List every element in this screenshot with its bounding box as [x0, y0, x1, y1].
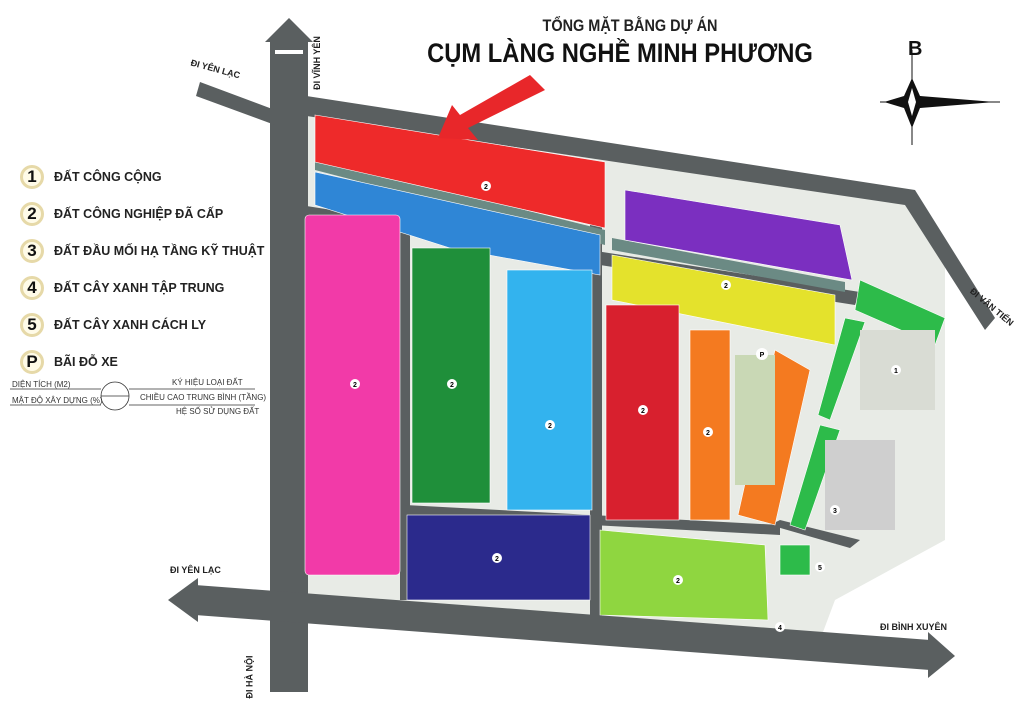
- legend-label: ĐẤT CÂY XANH CÁCH LY: [54, 317, 207, 332]
- internal-road-2: [400, 220, 410, 600]
- legend-label: ĐẤT CÂY XANH TẬP TRUNG: [54, 280, 225, 295]
- legend-item-industrial: 2 ĐẤT CÔNG NGHIỆP ĐÃ CẤP: [20, 195, 264, 232]
- svg-text:2: 2: [724, 283, 728, 290]
- lot-key-symbol: [10, 381, 255, 411]
- key-density: MẬT ĐỘ XÂY DỰNG (%): [12, 396, 103, 405]
- internal-road-4: [405, 505, 780, 535]
- canal-east: [612, 238, 845, 292]
- yen-lac-road: [196, 82, 275, 125]
- svg-text:P: P: [760, 352, 765, 359]
- legend-badge: 3: [20, 238, 44, 263]
- compass-icon: [880, 50, 1000, 145]
- svg-text:5: 5: [818, 565, 822, 572]
- key-height: CHIỀU CAO TRUNG BÌNH (TẦNG): [140, 393, 267, 402]
- title-line-1: TỔNG MẶT BẰNG DỰ ÁN: [542, 16, 718, 35]
- legend-label: ĐẤT CÔNG CỘNG: [54, 169, 162, 184]
- block-lime: [599, 529, 769, 621]
- svg-text:2: 2: [484, 184, 488, 191]
- park-area: [735, 355, 775, 485]
- top-arrow-road: [265, 18, 313, 42]
- right-arrow: [928, 632, 955, 678]
- legend-label: ĐẤT CÔNG NGHIỆP ĐÃ CẤP: [54, 206, 224, 221]
- legend: 1 ĐẤT CÔNG CỘNG 2 ĐẤT CÔNG NGHIỆP ĐÃ CẤP 3…: [20, 158, 264, 380]
- svg-text:2: 2: [450, 382, 454, 389]
- legend-badge: 1: [20, 164, 44, 189]
- svg-text:4: 4: [778, 625, 782, 632]
- block-green-small: [779, 544, 811, 576]
- road-label-yen-lac-bottom: ĐI YÊN LẠC: [170, 565, 221, 575]
- legend-item-infrastructure: 3 ĐẤT ĐẦU MỐI HẠ TẦNG KỸ THUẬT: [20, 232, 264, 269]
- bottom-road: [195, 585, 930, 670]
- legend-label: ĐẤT ĐẦU MỐI HẠ TẦNG KỸ THUẬT: [54, 243, 265, 258]
- road-marking: [275, 50, 303, 54]
- infra-area: [825, 440, 895, 530]
- block-pink: [304, 214, 401, 576]
- legend-badge: 4: [20, 275, 44, 300]
- pointer-arrow: [438, 75, 545, 140]
- road-label-binh-xuyen: ĐI BÌNH XUYÊN: [880, 622, 948, 632]
- key-area: DIỆN TÍCH (M2): [12, 380, 71, 389]
- legend-item-public: 1 ĐẤT CÔNG CỘNG: [20, 158, 264, 195]
- svg-text:2: 2: [353, 382, 357, 389]
- svg-text:2: 2: [548, 423, 552, 430]
- legend-badge: 5: [20, 312, 44, 337]
- key-land-code: KÝ HIỆU LOẠI ĐẤT: [172, 378, 243, 387]
- project-title: CỤM LÀNG NGHỀ MINH PHƯƠNG: [427, 38, 813, 68]
- svg-text:2: 2: [641, 408, 645, 415]
- zone-markers: 2 2 2 2 2 2 2 2 2 P 1 3 5 4: [350, 181, 901, 632]
- block-orange-1: [689, 329, 731, 521]
- internal-road-5: [770, 520, 860, 548]
- north-label: B: [908, 38, 923, 60]
- block-blue: [314, 171, 601, 276]
- key-far: HỆ SỐ SỬ DỤNG ĐẤT: [176, 407, 260, 416]
- svg-text:2: 2: [706, 430, 710, 437]
- left-arrow: [168, 578, 198, 622]
- legend-item-park: 4 ĐẤT CÂY XANH TẬP TRUNG: [20, 269, 264, 306]
- svg-text:1: 1: [894, 368, 898, 375]
- block-green-e1: [817, 317, 866, 421]
- block-red-north: [314, 114, 606, 229]
- svg-text:2: 2: [676, 578, 680, 585]
- road-label-vinh-yen: ĐI VĨNH YÊN: [311, 36, 322, 90]
- legend-badge: P: [20, 349, 44, 374]
- legend-label: BÃI ĐỖ XE: [54, 354, 118, 369]
- road-label-ha-noi: ĐI HÀ NỘI: [244, 655, 255, 699]
- block-light-blue: [506, 269, 593, 511]
- top-diagonal-road: [300, 95, 995, 330]
- block-purple: [624, 189, 853, 281]
- main-vertical-road: [270, 42, 308, 692]
- legend-item-buffer: 5 ĐẤT CÂY XANH CÁCH LY: [20, 306, 264, 343]
- svg-text:2: 2: [495, 556, 499, 563]
- svg-text:3: 3: [833, 508, 837, 515]
- legend-badge: 2: [20, 201, 44, 226]
- block-yellow: [611, 254, 836, 346]
- block-dark-green: [411, 247, 491, 504]
- legend-item-parking: P BÃI ĐỖ XE: [20, 343, 264, 380]
